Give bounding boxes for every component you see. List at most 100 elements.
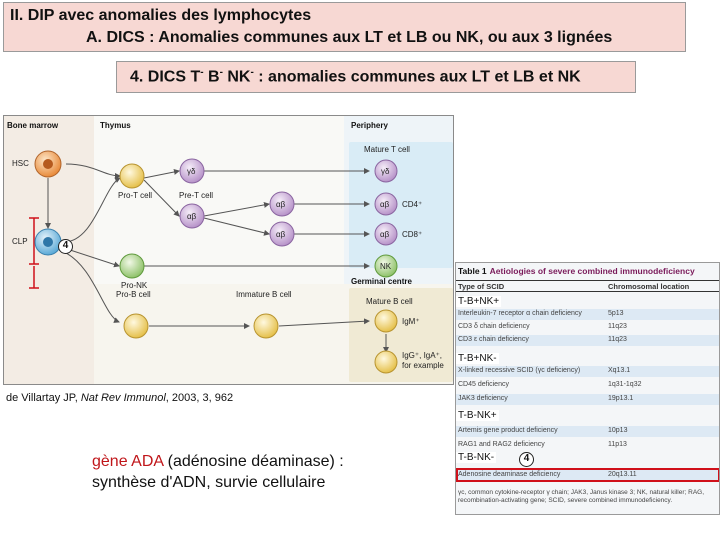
row-type: Artemis gene product deficiency xyxy=(458,427,558,434)
table-row: Adenosine deaminase deficiency 20q13.11 xyxy=(456,470,719,481)
pre-t-label: Pre-T cell xyxy=(179,191,213,200)
ada-gene-note: gène ADA (adénosine déaminase) : synthès… xyxy=(92,451,344,493)
row-location: 10p13 xyxy=(608,427,628,434)
mature-gd-label: γδ xyxy=(381,167,390,176)
pro-t-label: Pro-T cell xyxy=(118,191,152,200)
row-type: JAK3 deficiency xyxy=(458,395,508,402)
igg-cell xyxy=(374,350,398,374)
marker-4-figure: 4 xyxy=(58,239,73,254)
row-type: CD45 deficiency xyxy=(458,381,509,388)
ada-row-highlight xyxy=(456,468,719,482)
citation-journal: Nat Rev Immunol xyxy=(80,392,166,404)
arrow-clp-to-prot xyxy=(63,177,121,243)
subtitle-sup-b: - xyxy=(219,67,223,78)
immature-b-label: Immature B cell xyxy=(236,290,292,299)
cd4-cell xyxy=(374,192,398,216)
section-thymus: Thymus xyxy=(100,121,131,130)
section-germinal-centre: Germinal centre xyxy=(351,277,412,286)
germinal-panel xyxy=(349,288,453,382)
arrow-clp-to-pronk xyxy=(63,247,120,268)
igg-label: IgG⁺, IgA⁺, xyxy=(402,351,442,360)
mature-t-label: Mature T cell xyxy=(364,145,410,154)
row-location: Xq13.1 xyxy=(608,367,631,374)
igm-label: IgM⁺ xyxy=(402,317,420,326)
row-location: 11p13 xyxy=(608,441,627,448)
arrow-pret-to-ab2 xyxy=(203,217,270,236)
pro-b-label: Pro-B cell xyxy=(116,290,151,299)
row-type: X-linked recessive SCID (γc deficiency) xyxy=(458,367,581,374)
row-type: Interleukin-7 receptor α chain deficienc… xyxy=(458,310,582,317)
periphery-panel xyxy=(349,142,453,268)
row-location: 5p13 xyxy=(608,310,624,317)
title-line-2: A. DICS : Anomalies communes aux LT et L… xyxy=(86,29,613,46)
clp-label: CLP xyxy=(12,237,28,246)
cd4-label: CD4⁺ xyxy=(402,200,422,209)
row-type: Adenosine deaminase deficiency xyxy=(458,471,561,478)
cd8-ab-label: αβ xyxy=(380,230,390,239)
row-type: RAG1 and RAG2 deficiency xyxy=(458,441,545,448)
row-location: 20q13.11 xyxy=(608,471,637,478)
hsc-label: HSC xyxy=(12,159,29,168)
row-location: 11q23 xyxy=(608,336,627,343)
table-row: Interleukin-7 receptor α chain deficienc… xyxy=(456,309,719,320)
immature-b-cell xyxy=(253,313,279,339)
gd-cell xyxy=(179,158,205,184)
table-row: CD3 ε chain deficiency 11q23 xyxy=(456,335,719,346)
header-type: Type of SCID xyxy=(458,282,505,291)
block-mark-lower xyxy=(29,266,39,289)
group-tbnk-3: T-B-NK+ xyxy=(456,410,499,421)
table-header: Type of SCID Chromosomal location xyxy=(456,280,719,292)
arrow-prot-to-gd xyxy=(143,169,180,179)
table-row: X-linked recessive SCID (γc deficiency) X… xyxy=(456,366,719,377)
section-periphery: Periphery xyxy=(351,121,388,130)
row-type: CD3 ε chain deficiency xyxy=(458,336,529,343)
table-row: JAK3 deficiency 19p13.1 xyxy=(456,394,719,405)
for-example-label: for example xyxy=(402,361,444,370)
subtitle-sup-t: - xyxy=(200,67,204,78)
clp-nucleus xyxy=(43,237,53,247)
group-tbnk-4: T-B-NK- xyxy=(456,452,497,463)
pro-t-cell xyxy=(119,163,145,189)
section-bone-marrow: Bone marrow xyxy=(7,121,59,130)
gd-cell-label: γδ xyxy=(187,167,196,176)
table-row: RAG1 and RAG2 deficiency 11p13 xyxy=(456,440,719,451)
table-row: CD45 deficiency 1q31-1q32 xyxy=(456,380,719,391)
subtitle-b: B xyxy=(203,68,220,86)
ab-cell-2-label: αβ xyxy=(276,230,286,239)
header-location: Chromosomal location xyxy=(608,282,690,291)
ab-cell-1 xyxy=(269,191,295,217)
hsc-nucleus xyxy=(43,159,53,169)
gene-function: synthèse d'ADN, survie cellulaire xyxy=(92,474,326,491)
table-row: Artemis gene product deficiency 10p13 xyxy=(456,426,719,437)
subtitle-sup-nk: - xyxy=(250,67,254,78)
table-label: Table 1 xyxy=(458,266,487,276)
row-location: 1q31-1q32 xyxy=(608,381,642,388)
subtitle-box: 4. DICS T- B- NK- : anomalies communes a… xyxy=(116,61,636,93)
lymphocyte-development-figure: Bone marrow Thymus Periphery Germinal ce… xyxy=(3,115,454,385)
pro-nk-label: Pro-NK xyxy=(121,281,148,290)
marker-4-table: 4 xyxy=(519,452,534,467)
group-tbnk-1: T-B+NK+ xyxy=(456,296,502,307)
mature-b-label: Mature B cell xyxy=(366,297,413,306)
subtitle-prefix: 4. DICS T xyxy=(130,68,201,86)
arrow-prot-to-pret xyxy=(143,179,180,217)
cd8-cell xyxy=(374,222,398,246)
pre-t-ab-label: αβ xyxy=(187,212,197,221)
citation-details: , 2003, 3, 962 xyxy=(165,392,234,404)
subtitle-suffix: : anomalies communes aux LT et LB et NK xyxy=(253,68,581,86)
igm-cell xyxy=(374,309,398,333)
pro-b-cell xyxy=(123,313,149,339)
pro-nk-cell xyxy=(119,253,145,279)
mature-gd-cell xyxy=(374,159,398,183)
arrow-clp-to-prob xyxy=(63,251,120,323)
row-location: 19p13.1 xyxy=(608,395,634,402)
group-tbnk-2: T-B+NK- xyxy=(456,353,499,364)
gene-name: gène ADA xyxy=(92,453,164,470)
nk-label: NK xyxy=(380,262,392,271)
arrow-pret-to-ab1 xyxy=(203,201,270,217)
pre-t-cell xyxy=(179,203,205,229)
citation: de Villartay JP, Nat Rev Immunol, 2003, … xyxy=(6,392,233,404)
